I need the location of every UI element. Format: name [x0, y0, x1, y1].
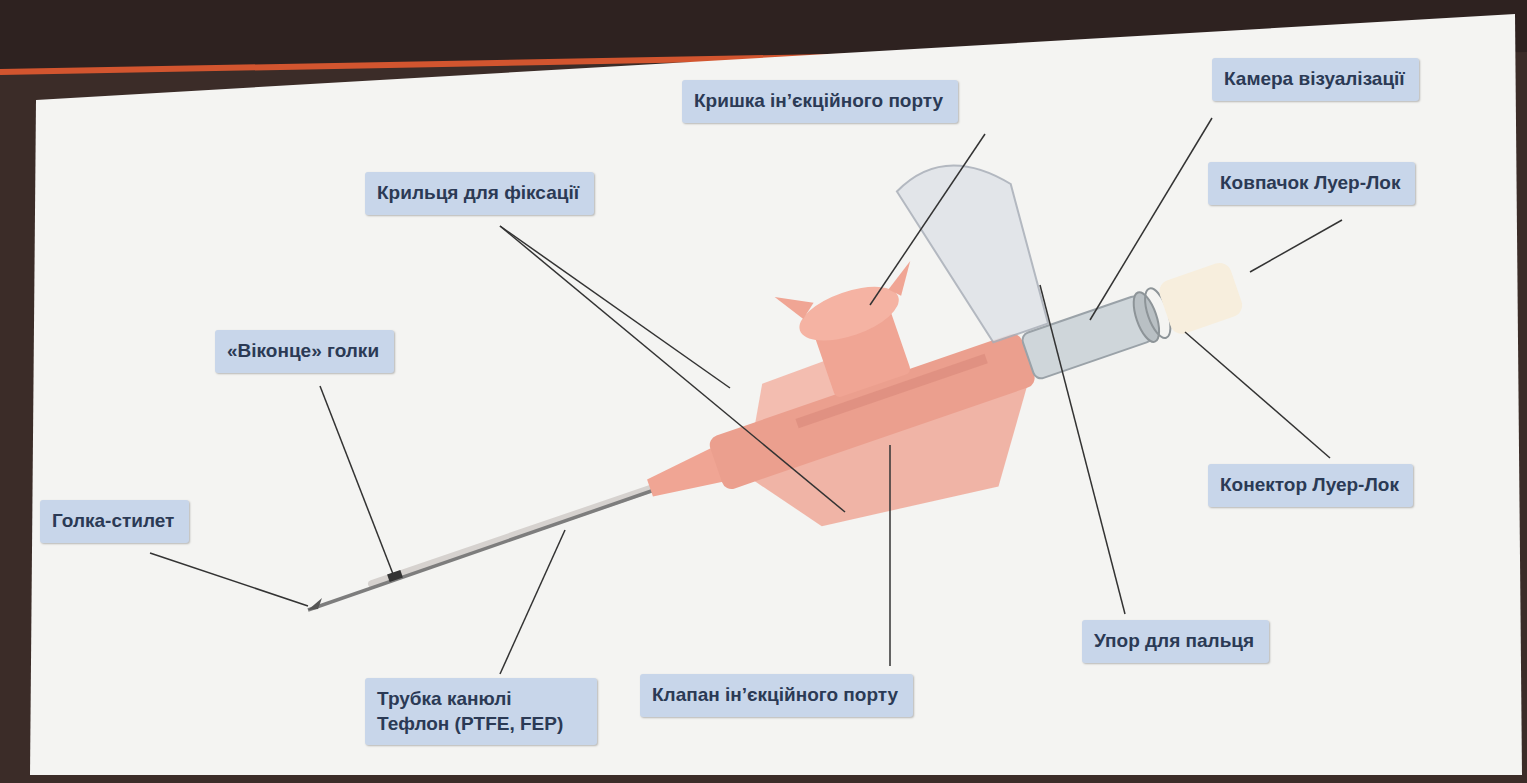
callout-text: Конектор Луер-Лок	[1220, 473, 1401, 498]
callout-box: Трубка канюлі Тефлон (PTFE, FEP)	[365, 678, 597, 745]
callout-text: Кришка ін’єкційного порту	[694, 89, 946, 114]
callout-box: Клапан ін’єкційного порту	[640, 674, 913, 717]
callout-text: Ковпачок Луер-Лок	[1220, 171, 1403, 196]
needle	[308, 488, 660, 610]
leader-lines	[150, 118, 1342, 674]
callout-box: Крильця для фіксації	[365, 172, 594, 215]
callout-text: Упор для пальця	[1094, 629, 1257, 654]
callout-box: «Віконце» голки	[215, 330, 394, 373]
callout-text: «Віконце» голки	[227, 339, 382, 364]
callout-text: Камера візуалізації	[1224, 67, 1407, 92]
callout-box: Конектор Луер-Лок	[1208, 464, 1413, 507]
slide	[30, 14, 1522, 775]
callout-box: Кришка ін’єкційного порту	[682, 80, 958, 123]
callout-box: Камера візуалізації	[1212, 58, 1419, 101]
callout-text: Клапан ін’єкційного порту	[652, 683, 901, 708]
callout-text: Голка-стилет	[52, 509, 177, 534]
callout-box: Ковпачок Луер-Лок	[1208, 162, 1415, 205]
callout-box: Голка-стилет	[40, 500, 189, 543]
needle-window	[387, 570, 403, 582]
callout-text: Трубка канюлі Тефлон (PTFE, FEP)	[377, 687, 585, 736]
needle-bevel	[308, 598, 322, 610]
cannula-body	[582, 88, 1273, 594]
callout-box: Упор для пальця	[1082, 620, 1269, 663]
cannula-tube	[372, 487, 656, 584]
callout-text: Крильця для фіксації	[377, 181, 582, 206]
